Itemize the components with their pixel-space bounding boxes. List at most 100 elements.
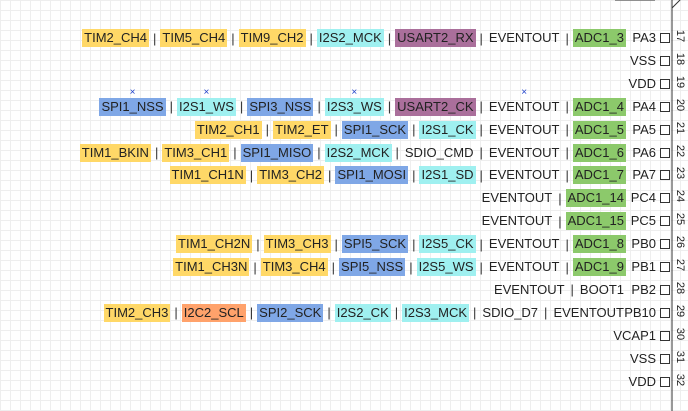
signal-label[interactable]: TIM2_CH1 [194, 120, 262, 139]
separator: | [565, 236, 569, 252]
signal-label[interactable]: EVENTOUT [481, 190, 553, 206]
signal-label[interactable]: I2S3_WS [324, 97, 384, 116]
signal-label[interactable]: SPI2_SCK [257, 303, 324, 322]
separator: | [387, 30, 392, 46]
pin-pad[interactable] [660, 307, 670, 318]
signal-label[interactable]: I2S3_MCK [402, 303, 470, 322]
pin-pad[interactable] [660, 193, 670, 204]
signal-label[interactable]: SPI1_MOSI [335, 166, 409, 185]
signal-label[interactable]: EVENTOUT [487, 98, 562, 116]
signal-label[interactable]: TIM1_CH1N [169, 166, 246, 185]
signal-label[interactable]: I2S1_CK [419, 120, 476, 139]
separator: | [327, 305, 331, 321]
signal-label[interactable]: I2S1_WS [177, 97, 236, 116]
signal-label[interactable]: ADC1_4 [572, 97, 626, 116]
signal-label[interactable]: SPI5_SCK [341, 235, 409, 254]
signal-label[interactable]: TIM3_CH1 [162, 143, 230, 162]
signal-label[interactable]: SPI1_SCK [341, 120, 409, 139]
separator: | [253, 259, 257, 275]
signal-label[interactable]: EVENTOUT [488, 121, 560, 137]
signal-label[interactable]: EVENTOUT [488, 259, 560, 274]
separator: | [249, 305, 254, 321]
signal-label[interactable]: I2S2_MCK [324, 143, 392, 162]
signal-label[interactable]: TIM3_CH3 [263, 235, 331, 254]
signal-label[interactable]: ADC1_7 [572, 166, 626, 185]
signal-label[interactable]: EVENTOUT [493, 281, 565, 297]
signal-label[interactable]: TIM5_CH4 [160, 29, 228, 47]
signal-label[interactable]: USART2_CK [395, 97, 476, 116]
pin-pad[interactable] [660, 147, 670, 158]
signal-label[interactable]: ADC1_15 [565, 212, 626, 231]
separator: | [317, 99, 321, 115]
pin-pad[interactable] [660, 239, 670, 250]
signal-label[interactable]: TIM3_CH4 [260, 258, 328, 276]
signal-label[interactable]: EVENTOUT [481, 213, 553, 229]
signal-label[interactable]: I2S2_CK [334, 303, 391, 322]
signal-label[interactable]: TIM3_CH2 [257, 166, 325, 185]
pin-name: VDD [628, 373, 656, 389]
signal-label[interactable]: EVENTOUT [488, 144, 560, 160]
pin-pad[interactable] [660, 55, 670, 66]
signal-label[interactable]: I2S1_SD [419, 166, 476, 185]
pin-pad[interactable] [660, 353, 670, 364]
signal-label[interactable]: TIM9_CH2 [238, 29, 306, 47]
pin-name: VSS [629, 350, 656, 366]
pin-name: PB10 [624, 304, 656, 320]
signal-label[interactable]: ADC1_5 [572, 120, 626, 139]
separator: | [394, 305, 399, 321]
pin-number: 24 [674, 190, 686, 203]
pin-pad[interactable] [660, 78, 670, 89]
signal-label[interactable]: ADC1_3 [572, 29, 626, 47]
signal-label[interactable]: I2S5_WS [416, 258, 476, 276]
signal-label[interactable]: SDIO_CMD [404, 144, 474, 160]
signal-label[interactable]: EVENTOUT [553, 304, 624, 320]
signal-label[interactable]: ADC1_6 [572, 143, 626, 162]
signal-label[interactable]: I2S5_CK [419, 235, 476, 254]
alt-function-row-pb0: TIM1_CH2N|TIM3_CH3|SPI5_SCK|I2S5_CK|EVEN… [176, 235, 626, 254]
signal-label[interactable]: TIM1_CH2N [176, 235, 253, 254]
pin-pad[interactable] [660, 216, 670, 227]
separator: | [265, 122, 270, 138]
signal-label[interactable]: EVENTOUT [488, 167, 560, 183]
pin-pad[interactable] [660, 284, 670, 295]
signal-label[interactable]: BOOT1 [579, 281, 624, 297]
signal-label[interactable]: SPI1_MISO [240, 143, 314, 162]
pin-pad[interactable] [660, 330, 670, 341]
separator: | [233, 145, 237, 160]
pin-pad[interactable] [660, 170, 670, 181]
pin-pad[interactable] [660, 101, 670, 112]
pin-pad[interactable] [660, 376, 670, 387]
signal-label[interactable]: ADC1_8 [572, 235, 626, 254]
signal-label[interactable]: SDIO_D7 [482, 304, 539, 320]
separator: | [479, 167, 483, 183]
separator: | [412, 167, 416, 183]
signal-label[interactable]: TIM1_CH3N [173, 258, 250, 276]
pin-name: PB0 [631, 236, 656, 252]
separator: | [334, 122, 338, 138]
signal-label[interactable]: EVENTOUT [488, 236, 560, 252]
pin-pad[interactable] [660, 33, 670, 43]
separator: | [412, 236, 416, 252]
separator: | [239, 99, 244, 115]
signal-label[interactable]: EVENTOUT [488, 30, 560, 45]
signal-label[interactable]: I2S2_MCK [316, 29, 384, 47]
separator: | [231, 30, 235, 46]
signal-label[interactable]: TIM2_CH3 [103, 303, 171, 322]
signal-label[interactable]: TIM1_BKIN [79, 143, 151, 162]
pin-number: 18 [674, 52, 686, 66]
signal-label[interactable]: ADC1_14 [565, 189, 626, 208]
pin-pad[interactable] [660, 124, 670, 135]
signal-label[interactable]: ADC1_9 [572, 258, 626, 276]
signal-label[interactable]: SPI5_NSS [339, 258, 406, 276]
signal-label[interactable]: I2C2_SCL [181, 303, 246, 322]
pin-number: 31 [674, 350, 686, 363]
alt-function-row-pc4: EVENTOUT|ADC1_14 [480, 189, 626, 208]
signal-label[interactable]: TIM2_ET [273, 120, 331, 139]
signal-label[interactable]: SPI1_NSS [99, 97, 166, 116]
signal-label[interactable]: USART2_RX [395, 29, 476, 47]
pin-pad[interactable] [660, 262, 670, 272]
separator: | [565, 259, 569, 275]
signal-label[interactable]: TIM2_CH4 [82, 29, 150, 47]
signal-label[interactable]: SPI3_NSS [247, 97, 314, 116]
pin-name: PC4 [630, 190, 656, 206]
